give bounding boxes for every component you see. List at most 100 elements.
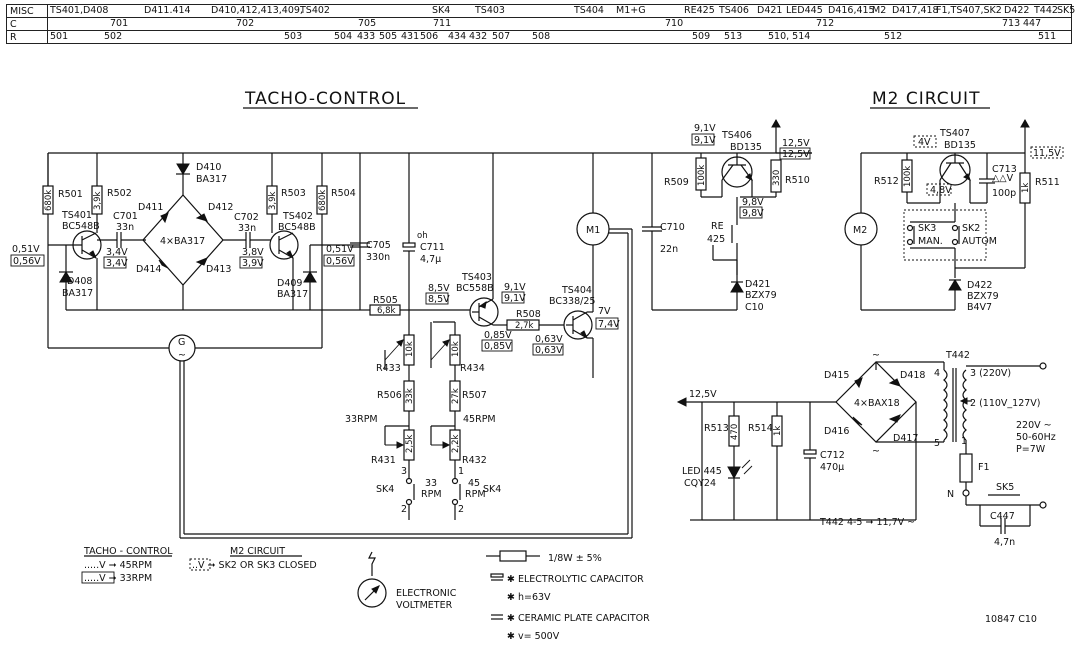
svg-text:D417: D417 <box>893 433 918 444</box>
capacitor-c702: C702 33n <box>223 212 272 248</box>
svg-text:100k: 100k <box>903 166 913 187</box>
resistor-r501: 680k R501 <box>42 153 83 215</box>
svg-text:C10: C10 <box>745 302 764 313</box>
ref: 433 <box>357 31 376 42</box>
ref: 508 <box>532 31 551 42</box>
svg-text:45: 45 <box>468 478 480 489</box>
capacitor-c701: C701 33n <box>97 211 146 248</box>
svg-text:TS401: TS401 <box>61 210 92 221</box>
ref: F1,TS407,SK2 <box>936 5 1002 16</box>
potentiometer-r432: 2,2k R432 <box>430 425 487 478</box>
r-refs: 501 502 503 504 433 505 431 506 434 432 … <box>47 30 1072 44</box>
ref: LED445 <box>786 5 823 16</box>
svg-text:4,7n: 4,7n <box>994 537 1015 548</box>
svg-text:D409: D409 <box>277 278 302 289</box>
capacitor-c713: C713 △△V 100p <box>970 153 1017 204</box>
svg-text:TS404: TS404 <box>561 285 592 296</box>
speed-label-45: 45RPM <box>463 414 496 425</box>
svg-text:G: G <box>178 337 185 348</box>
ref: 432 <box>469 31 488 42</box>
resistor-r502: 3,9k R502 <box>91 153 132 233</box>
voltage-label: 0,63V <box>535 345 563 356</box>
ref: TS406 <box>719 5 749 16</box>
diode-bridge-d415-d418: D415 D418 D416 D417 4×BAX18 ~ ~ <box>824 350 944 520</box>
m2-supply-rail <box>860 118 1030 213</box>
svg-text:33n: 33n <box>238 223 256 234</box>
svg-text:2: 2 <box>401 504 407 515</box>
svg-text:6,8k: 6,8k <box>377 306 396 316</box>
ref: 447 <box>1023 18 1042 29</box>
ref: T442 <box>1034 5 1058 16</box>
svg-text:330n: 330n <box>366 252 390 263</box>
transformer-note: T442 4-5 ➞ 11,7V ~ <box>819 517 915 528</box>
svg-text:4,7µ: 4,7µ <box>420 254 441 265</box>
svg-text:1: 1 <box>961 436 967 447</box>
ref: D417,418 <box>892 5 939 16</box>
transistor-ts401: TS401 BC548B <box>48 210 102 260</box>
svg-text:2,5k: 2,5k <box>405 434 415 453</box>
reference-table: MISC TS401,D408 D411.414 D410,412,413,40… <box>6 4 1075 44</box>
svg-text:RPM: RPM <box>421 489 442 500</box>
motor-m1: M1 <box>576 153 632 246</box>
legend-m2: M2 CIRCUIT ..V ➞ SK2 OR SK3 CLOSED <box>189 546 317 571</box>
ref: 504 <box>334 31 353 42</box>
svg-text:RPM: RPM <box>465 489 486 500</box>
ref: 507 <box>492 31 511 42</box>
svg-text:VOLTMETER: VOLTMETER <box>396 600 453 611</box>
svg-text:1/8W ± 5%: 1/8W ± 5% <box>548 553 602 564</box>
voltage-label: 9,8V <box>742 208 764 219</box>
svg-text:425: 425 <box>707 234 725 245</box>
svg-text:D410: D410 <box>196 162 221 173</box>
voltage-label: 11,5V <box>1033 148 1061 159</box>
svg-text:BC558B: BC558B <box>456 283 494 294</box>
voltage-label: 9,1V <box>504 293 526 304</box>
fuse-f1: F1 N <box>947 453 1047 509</box>
r-row: R 501 502 503 504 433 505 431 506 434 43… <box>6 30 1072 44</box>
legend-voltmeter: ELECTRONIC VOLTMETER <box>357 551 457 611</box>
svg-text:~: ~ <box>872 350 880 361</box>
svg-text:R503: R503 <box>281 188 306 199</box>
ref: D416,415 <box>828 5 875 16</box>
svg-text:~: ~ <box>178 350 186 361</box>
capacitor-c711: oh C711 4,7µ <box>402 153 445 310</box>
resistor-r511: 1k R511 <box>955 172 1060 269</box>
ref: 434 <box>448 31 467 42</box>
svg-text:SK3: SK3 <box>918 223 936 234</box>
svg-text:1k: 1k <box>773 426 783 436</box>
svg-text:D416: D416 <box>824 426 849 437</box>
m2-circuit-title: M2 CIRCUIT <box>872 89 980 109</box>
svg-text:4,8V: 4,8V <box>930 185 952 196</box>
potentiometer-r433: 10k R433 <box>376 310 415 381</box>
mains-switch-sk5: SK5 C447 4,7n <box>979 482 1031 548</box>
svg-text:✱ CERAMIC PLATE CAPACITOR: ✱ CERAMIC PLATE CAPACITOR <box>507 613 650 624</box>
svg-text:12,5V: 12,5V <box>782 149 810 160</box>
svg-text:C447: C447 <box>990 511 1015 522</box>
svg-text:C702: C702 <box>234 212 259 223</box>
svg-text:TS403: TS403 <box>461 272 492 283</box>
capacitor-c712: C712 470µ <box>803 402 845 520</box>
capacitor-c710: C710 22n <box>642 153 685 310</box>
ref: D410,412,413,409, <box>211 5 303 16</box>
svg-text:BC338/25: BC338/25 <box>549 296 595 307</box>
svg-text:R512: R512 <box>874 176 899 187</box>
ref: 702 <box>236 18 255 29</box>
svg-text:T442: T442 <box>945 350 970 361</box>
svg-text:C711: C711 <box>420 242 445 253</box>
svg-text:✱ h=63V: ✱ h=63V <box>507 592 551 603</box>
voltage-label: 0,63V <box>535 334 563 345</box>
ref: 513 <box>724 31 743 42</box>
voltage-label: 3,4V <box>106 258 128 269</box>
resistor-r508: 2,7k R508 <box>506 309 566 331</box>
svg-text:470µ: 470µ <box>820 462 844 473</box>
svg-text:M2: M2 <box>853 225 867 236</box>
svg-text:R509: R509 <box>664 177 689 188</box>
voltage-label: 3,9V <box>242 258 264 269</box>
transistor-ts403: TS403 BC558B <box>456 153 507 327</box>
ref: D421 <box>757 5 783 16</box>
svg-text:BD135: BD135 <box>730 142 762 153</box>
ref: D422 <box>1004 5 1030 16</box>
svg-text:9,1V: 9,1V <box>694 123 716 134</box>
svg-text:TS407: TS407 <box>939 128 970 139</box>
svg-text:33: 33 <box>425 478 437 489</box>
